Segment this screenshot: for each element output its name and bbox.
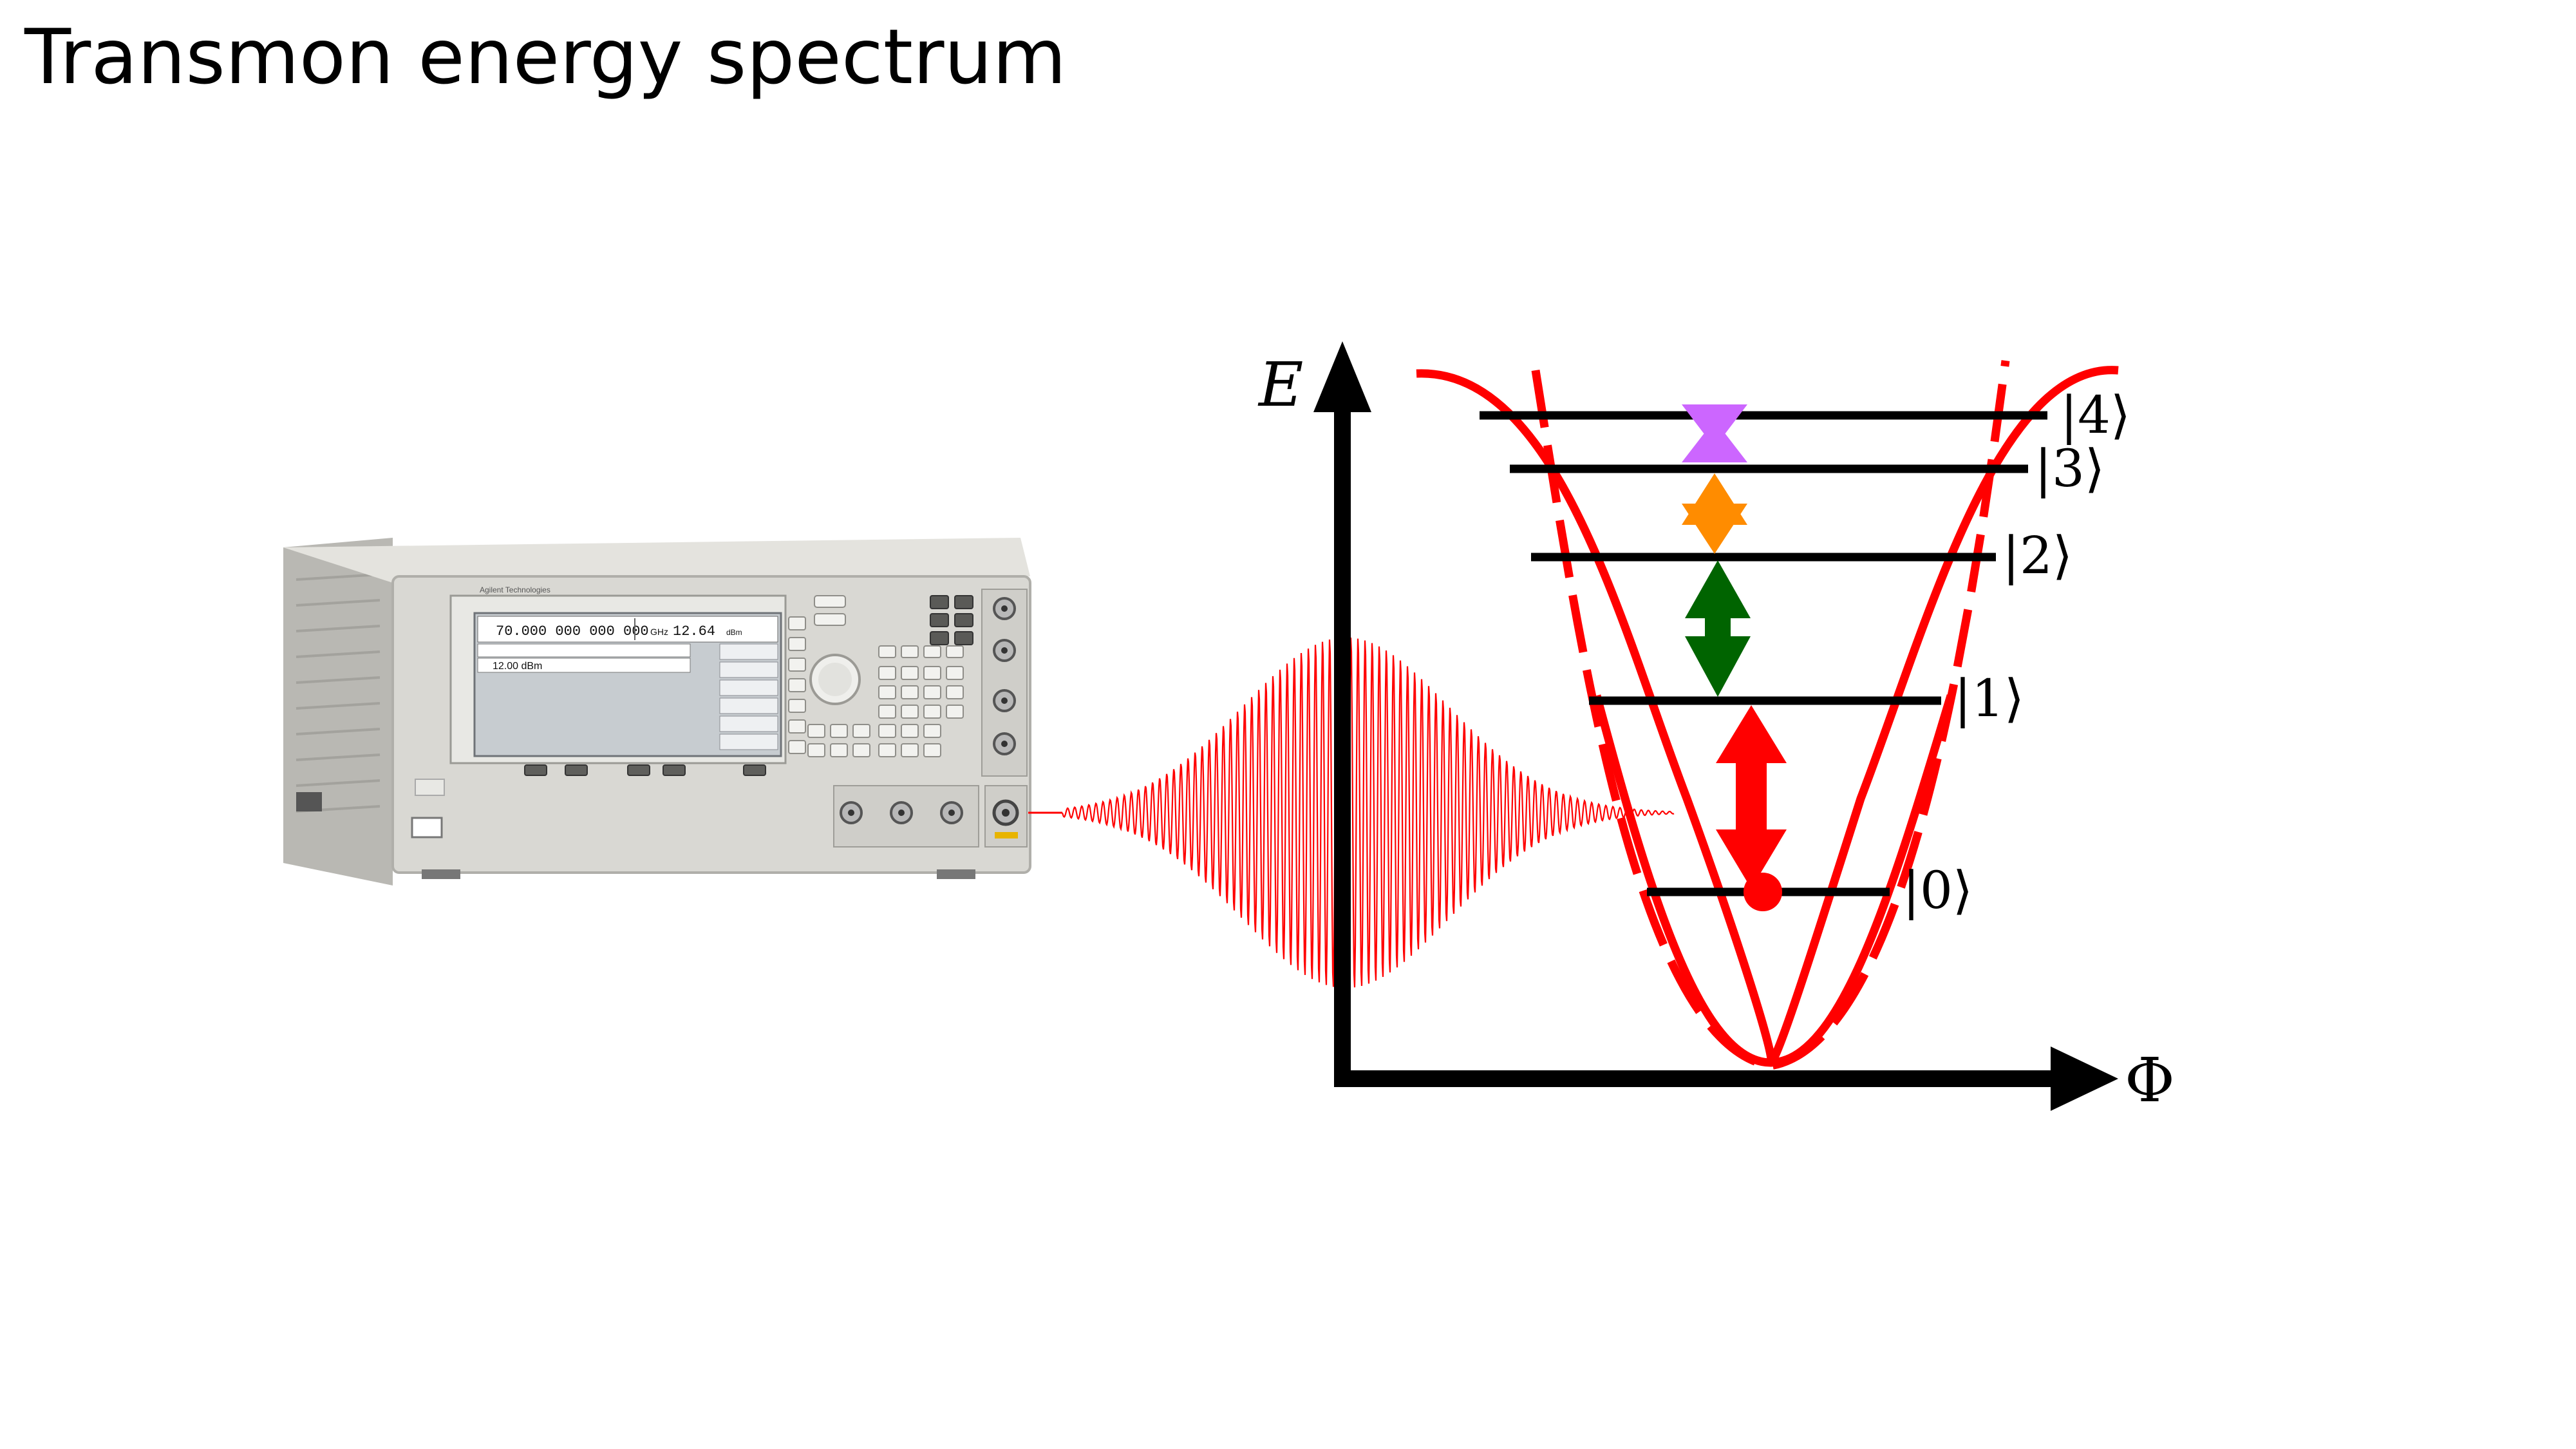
instrument-foot-left xyxy=(422,869,460,879)
microwave-pulse xyxy=(1061,637,1675,989)
display-status-line xyxy=(477,643,691,658)
instrument-foot-right xyxy=(937,869,975,879)
cosine-potential-bottom xyxy=(1592,694,1955,1067)
ampl-entry-value: 12.00 dBm xyxy=(493,661,542,672)
brand-label: Agilent Technologies xyxy=(480,585,550,594)
transition-34-arrow xyxy=(1682,404,1747,462)
ket-label-3: |3⟩ xyxy=(2035,439,2105,498)
signal-generator: Agilent Technologies 70.000 000 000 000 … xyxy=(283,538,1031,886)
instrument-vent-grille xyxy=(296,573,381,813)
amplitude-unit: dBm xyxy=(726,628,742,637)
pulse-connectors xyxy=(840,801,963,824)
energy-axis-label: E xyxy=(1257,350,1303,421)
frequency-readout: 70.000 000 000 000 xyxy=(496,623,649,639)
display-readout-bar xyxy=(477,616,778,643)
top-keys[interactable] xyxy=(814,595,846,626)
front-connectors-right xyxy=(981,589,1028,777)
ket-label-2: |2⟩ xyxy=(2002,526,2073,585)
instrument-side-panel xyxy=(283,538,393,886)
rf-output-pin xyxy=(1002,809,1010,817)
slide-title: Transmon energy spectrum xyxy=(24,12,1067,101)
instrument-top xyxy=(283,538,1030,583)
function-keys-dark[interactable] xyxy=(930,595,973,645)
display-softkey-labels xyxy=(719,643,778,750)
transition-01-arrow xyxy=(1716,705,1787,889)
amplitude-readout: 12.64 xyxy=(673,623,715,639)
transition-12-arrow xyxy=(1685,560,1751,697)
ampl-entry-box xyxy=(477,658,691,673)
power-led xyxy=(415,779,445,796)
flux-axis-label: Φ xyxy=(2125,1045,2175,1116)
harmonic-potential-dashed xyxy=(1531,360,2010,1070)
side-keys[interactable] xyxy=(878,645,964,719)
frequency-unit: GHz xyxy=(650,627,668,637)
flux-axis-arrowhead xyxy=(2051,1046,2118,1111)
ket-label-1: |1⟩ xyxy=(1954,668,2024,728)
softkey-column[interactable] xyxy=(788,616,806,754)
transition-23-arrow xyxy=(1682,473,1747,554)
ket-label-4: |4⟩ xyxy=(2060,385,2130,445)
lower-function-keys[interactable] xyxy=(524,764,766,776)
instrument-handle xyxy=(296,792,322,811)
readout-divider xyxy=(634,618,635,640)
ket-label-0: |0⟩ xyxy=(1903,860,1973,920)
rotary-knob-center xyxy=(818,663,852,696)
rf-output-warning-label xyxy=(995,832,1018,838)
numeric-keypad[interactable] xyxy=(807,666,941,757)
energy-axis-arrowhead xyxy=(1313,341,1371,412)
power-button[interactable] xyxy=(411,817,443,838)
